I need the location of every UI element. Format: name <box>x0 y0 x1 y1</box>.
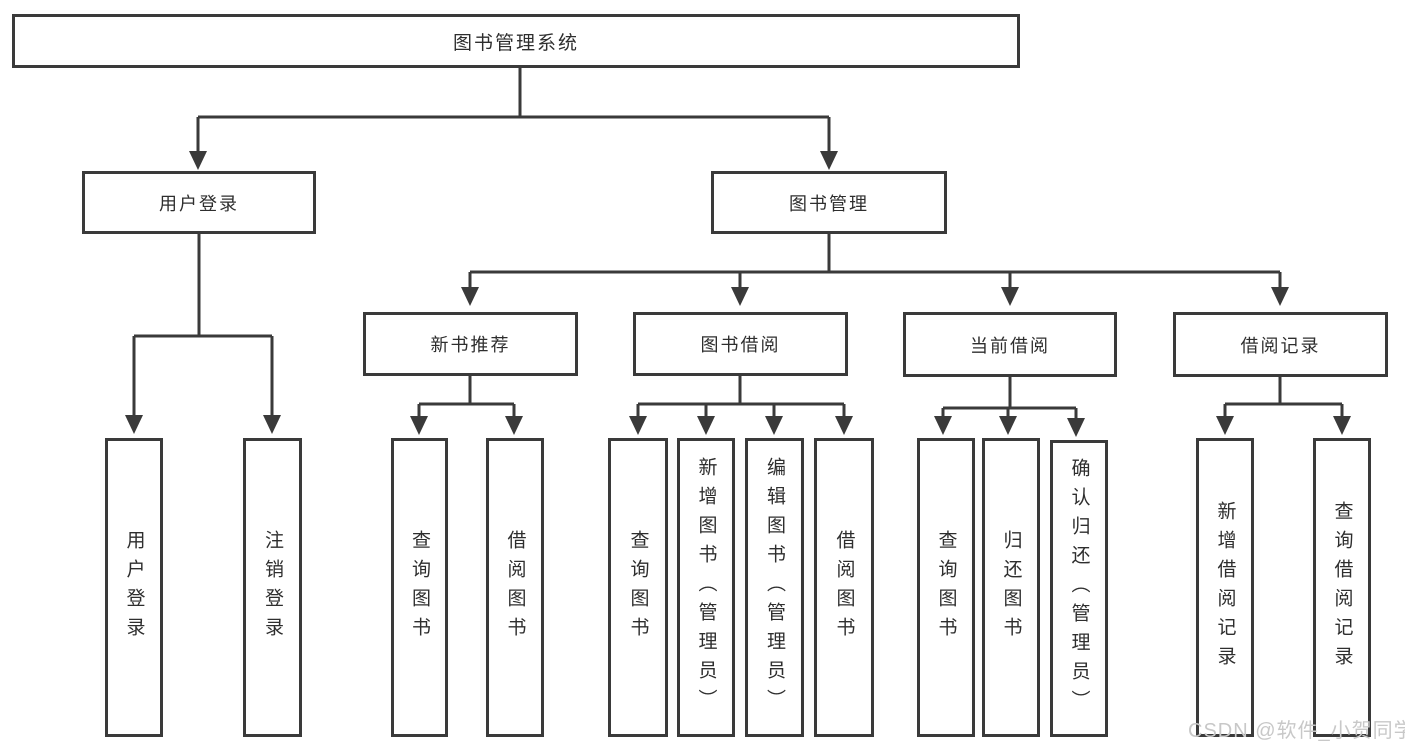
leaf-current-confirm-return-admin: 确认归还（管理员） <box>1050 440 1108 737</box>
node-label: 用户登录 <box>159 193 239 214</box>
node-label: 新增借阅记录 <box>1214 500 1236 675</box>
leaf-records-add-record: 新增借阅记录 <box>1196 438 1254 737</box>
node-borrow-records: 借阅记录 <box>1173 312 1388 377</box>
leaf-borrow-borrow-book: 借阅图书 <box>814 438 874 737</box>
leaf-current-return-book: 归还图书 <box>982 438 1040 737</box>
node-label: 用户登录 <box>123 529 145 646</box>
node-label: 确认归还（管理员） <box>1068 458 1090 719</box>
node-label: 查询图书 <box>627 529 649 646</box>
leaf-borrow-add-book-admin: 新增图书（管理员） <box>677 438 735 737</box>
node-label: 借阅图书 <box>504 529 526 646</box>
leaf-user-login: 用户登录 <box>105 438 163 737</box>
leaf-borrow-query-book: 查询图书 <box>608 438 668 737</box>
node-label: 当前借阅 <box>970 335 1050 356</box>
node-label: 借阅记录 <box>1240 335 1321 356</box>
leaf-current-query-book: 查询图书 <box>917 438 975 737</box>
node-book-management: 图书管理 <box>711 171 947 234</box>
leaf-recommend-query-book: 查询图书 <box>391 438 448 737</box>
node-book-borrow: 图书借阅 <box>633 312 848 376</box>
node-label: 图书管理 <box>789 193 869 214</box>
leaf-recommend-borrow-book: 借阅图书 <box>486 438 544 737</box>
node-label: 注销登录 <box>262 529 283 646</box>
node-new-book-recommend: 新书推荐 <box>363 312 578 376</box>
node-label: 新书推荐 <box>430 335 511 355</box>
node-label: 查询图书 <box>409 529 430 646</box>
node-label: 查询借阅记录 <box>1331 500 1353 675</box>
node-label: 借阅图书 <box>833 529 855 646</box>
node-current-borrow: 当前借阅 <box>903 312 1117 377</box>
leaf-logout-login: 注销登录 <box>243 438 302 737</box>
node-user-login: 用户登录 <box>82 171 316 234</box>
node-label: 归还图书 <box>1000 529 1022 646</box>
node-library-management-system: 图书管理系统 <box>12 14 1020 68</box>
leaf-records-query-record: 查询借阅记录 <box>1313 438 1371 737</box>
node-label: 新增图书（管理员） <box>695 457 717 718</box>
node-label: 查询图书 <box>935 529 957 646</box>
node-label: 图书管理系统 <box>452 32 579 54</box>
node-label: 编辑图书（管理员） <box>764 457 785 718</box>
arrowheads <box>125 151 1351 437</box>
node-label: 图书借阅 <box>700 335 781 355</box>
leaf-borrow-edit-book-admin: 编辑图书（管理员） <box>745 438 804 737</box>
